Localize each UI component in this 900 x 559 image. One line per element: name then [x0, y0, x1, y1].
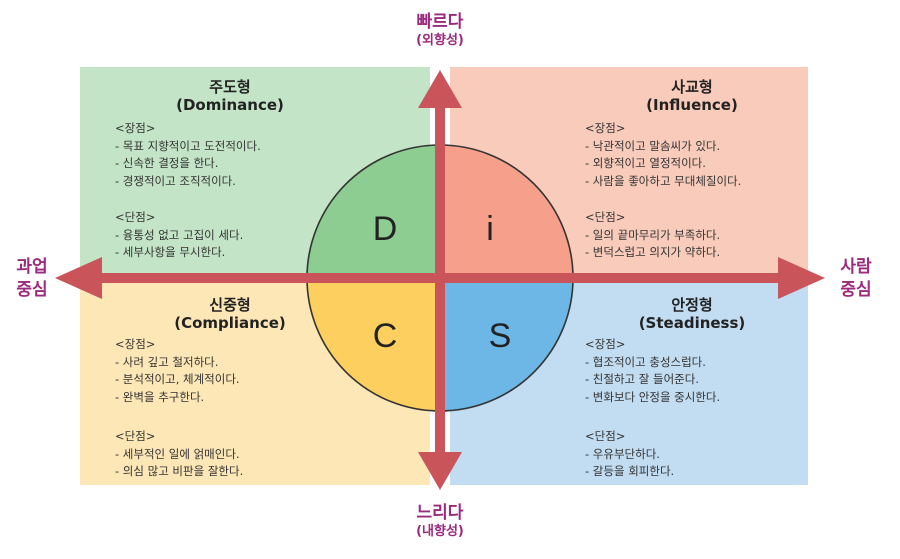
list-item: - 일의 끝마무리가 부족하다. [585, 227, 721, 242]
axis-right-line1: 사람 [840, 257, 872, 277]
strengths-label: <장점> [115, 121, 156, 135]
list-item: - 의심 많고 비판을 잘한다. [115, 464, 244, 478]
circle-segment-c [307, 278, 440, 411]
circle-segment-s [440, 278, 573, 411]
circle-segment-i [440, 145, 573, 278]
list-item: - 신속한 결정을 한다. [115, 156, 219, 170]
weaknesses-label: <단점> [115, 210, 156, 224]
letter-i: i [486, 210, 494, 248]
weaknesses-dominance: <단점> - 융통성 없고 고집이 세다. - 세부사항을 무시한다. [115, 209, 243, 262]
axis-right-line2: 중심 [840, 280, 872, 300]
list-item: - 경쟁적이고 조직적이다. [115, 173, 236, 188]
title-steadiness-korean: 안정형 [671, 296, 713, 314]
weaknesses-steadiness: <단점> - 우유부단하다. - 갈등을 회피한다. [585, 428, 674, 481]
weaknesses-compliance: <단점> - 세부적인 일에 얽매인다. - 의심 많고 비판을 잘한다. [115, 428, 243, 481]
strengths-influence: <장점> - 낙관적이고 말솜씨가 있다. - 외향적이고 열정적이다. - 사… [585, 120, 741, 190]
axis-label-bottom: 느리다 (내향성) [390, 503, 490, 540]
vertical-axis-shaft [435, 100, 445, 460]
list-item: - 외향적이고 열정적이다. [585, 156, 706, 170]
title-dominance: 주도형 (Dominance) [130, 78, 330, 114]
letter-d: D [373, 210, 398, 248]
axis-top-main: 빠르다 [416, 12, 464, 32]
axis-left-line2: 중심 [16, 280, 48, 300]
title-dominance-english: (Dominance) [176, 96, 284, 114]
arrow-left-head [55, 257, 102, 299]
axis-label-right: 사람 중심 [832, 256, 880, 302]
strengths-steadiness: <장점> - 협조적이고 충성스럽다. - 친절하고 잘 들어준다. - 변화보… [585, 336, 720, 406]
title-steadiness-english: (Steadiness) [638, 314, 746, 332]
weaknesses-label: <단점> [585, 429, 626, 443]
list-item: - 융통성 없고 고집이 세다. [115, 227, 244, 242]
axis-left-line1: 과업 [16, 257, 48, 277]
list-item: - 갈등을 회피한다. [585, 464, 675, 478]
title-compliance-english: (Compliance) [174, 314, 286, 332]
axis-top-sub: (외향성) [416, 33, 464, 48]
list-item: - 완벽을 추구한다. [115, 389, 205, 404]
arrow-up-head [418, 70, 462, 108]
axis-label-left: 과업 중심 [8, 256, 56, 302]
title-influence-english: (Influence) [646, 96, 738, 114]
strengths-dominance: <장점> - 목표 지향적이고 도전적이다. - 신속한 결정을 한다. - 경… [115, 120, 261, 190]
strengths-label: <장점> [585, 121, 626, 135]
list-item: - 세부적인 일에 얽매인다. [115, 446, 240, 461]
horizontal-axis-shaft [95, 273, 805, 283]
list-item: - 친절하고 잘 들어준다. [585, 372, 699, 386]
axis-bottom-sub: (내향성) [416, 524, 464, 539]
list-item: - 우유부단하다. [585, 446, 660, 461]
title-influence-korean: 사교형 [671, 78, 713, 96]
title-compliance-korean: 신중형 [209, 296, 251, 314]
list-item: - 협조적이고 충성스럽다. [585, 354, 706, 369]
weaknesses-label: <단점> [115, 429, 156, 443]
list-item: - 사려 깊고 철저하다. [115, 354, 219, 369]
list-item: - 목표 지향적이고 도전적이다. [115, 138, 261, 153]
title-dominance-korean: 주도형 [209, 78, 251, 96]
list-item: - 분석적이고, 체계적이다. [115, 372, 240, 386]
title-steadiness: 안정형 (Steadiness) [592, 296, 792, 332]
title-compliance: 신중형 (Compliance) [130, 296, 330, 332]
list-item: - 변화보다 안정을 중시한다. [585, 389, 721, 404]
list-item: - 낙관적이고 말솜씨가 있다. [585, 138, 721, 153]
list-item: - 사람을 좋아하고 무대체질이다. [585, 173, 742, 188]
letter-s: S [489, 317, 512, 355]
axis-label-top: 빠르다 (외향성) [390, 12, 490, 49]
strengths-label: <장점> [585, 337, 626, 351]
title-influence: 사교형 (Influence) [592, 78, 792, 114]
arrow-down-head [418, 452, 462, 490]
arrow-right-head [778, 257, 825, 299]
list-item: - 세부사항을 무시한다. [115, 245, 226, 259]
weaknesses-label: <단점> [585, 210, 626, 224]
list-item: - 변덕스럽고 의지가 약하다. [585, 245, 721, 259]
strengths-label: <장점> [115, 337, 156, 351]
strengths-compliance: <장점> - 사려 깊고 철저하다. - 분석적이고, 체계적이다. - 완벽을… [115, 336, 240, 406]
axis-bottom-main: 느리다 [416, 503, 464, 523]
letter-c: C [373, 317, 398, 355]
circle-segment-d [307, 145, 440, 278]
weaknesses-influence: <단점> - 일의 끝마무리가 부족하다. - 변덕스럽고 의지가 약하다. [585, 209, 720, 262]
